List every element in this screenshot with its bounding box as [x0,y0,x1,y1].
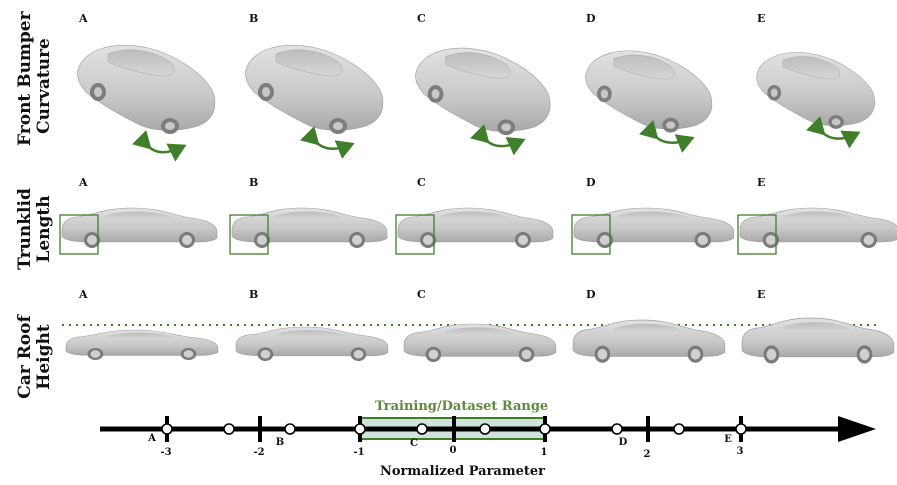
col-letter-d: D [586,176,596,189]
point-label-e: E [724,434,732,445]
trunk-highlight-box [571,214,611,255]
col-letter-c: C [417,288,426,301]
car-front-bumper-e [756,52,876,130]
col-letter-d: D [586,12,596,25]
car-front-bumper-a [76,44,216,135]
trunk-highlight-box [395,214,435,255]
car-roof-a [65,329,219,361]
sample-point [539,423,551,435]
car-roof-c [403,323,557,363]
col-letter-b: B [249,12,259,25]
sample-point [479,423,491,435]
trunk-highlight-box [59,214,99,255]
col-letter-b: B [249,288,259,301]
car-front-bumper-c [415,47,551,136]
point-label-c: C [410,438,418,449]
car-trunklid-e [739,207,897,249]
arrow-icon [470,124,526,156]
tick-label: -2 [253,447,265,458]
col-letter-e: E [757,288,766,301]
sample-point [611,423,623,435]
col-letter-e: E [757,12,766,25]
col-letter-d: D [586,288,596,301]
sample-point [284,423,296,435]
car-front-bumper-b [244,44,384,135]
car-trunklid-d [573,207,735,249]
tick-label: 2 [643,449,651,460]
col-letter-a: A [79,176,88,189]
axis-title: Normalized Parameter [380,464,546,479]
car-front-bumper-d [585,50,713,133]
col-letter-a: A [79,12,88,25]
car-trunklid-a [61,207,218,249]
point-label-b: B [275,437,285,448]
col-letter-b: B [249,176,259,189]
tick-label: 3 [736,446,744,457]
sample-point [673,423,685,435]
car-trunklid-c [397,207,554,249]
point-label-a: A [148,433,156,444]
sample-point [416,423,428,435]
car-roof-d [572,319,726,364]
car-roof-b [235,326,389,362]
col-letter-e: E [757,176,766,189]
col-letter-c: C [417,176,426,189]
tick-label: 1 [540,447,548,458]
car-trunklid-b [231,207,388,249]
col-letter-a: A [79,288,88,301]
trunk-highlight-box [229,214,269,255]
point-label-d: D [618,437,628,448]
trunk-highlight-box [737,214,777,255]
training-range-label: Training/Dataset Range [375,399,549,414]
arrow-icon [300,126,355,159]
arrow-icon [806,116,861,149]
tick-label: -3 [160,447,172,458]
sample-point [735,423,747,435]
arrow-icon [132,130,187,162]
tick-label: -1 [353,447,365,458]
col-letter-c: C [417,12,426,25]
arrow-icon [639,120,695,153]
tick-label: 0 [449,445,457,456]
car-roof-e [741,317,895,365]
sample-point [223,423,235,435]
axis-arrow-icon [838,416,876,442]
sample-point [161,423,173,435]
sample-point [354,423,366,435]
